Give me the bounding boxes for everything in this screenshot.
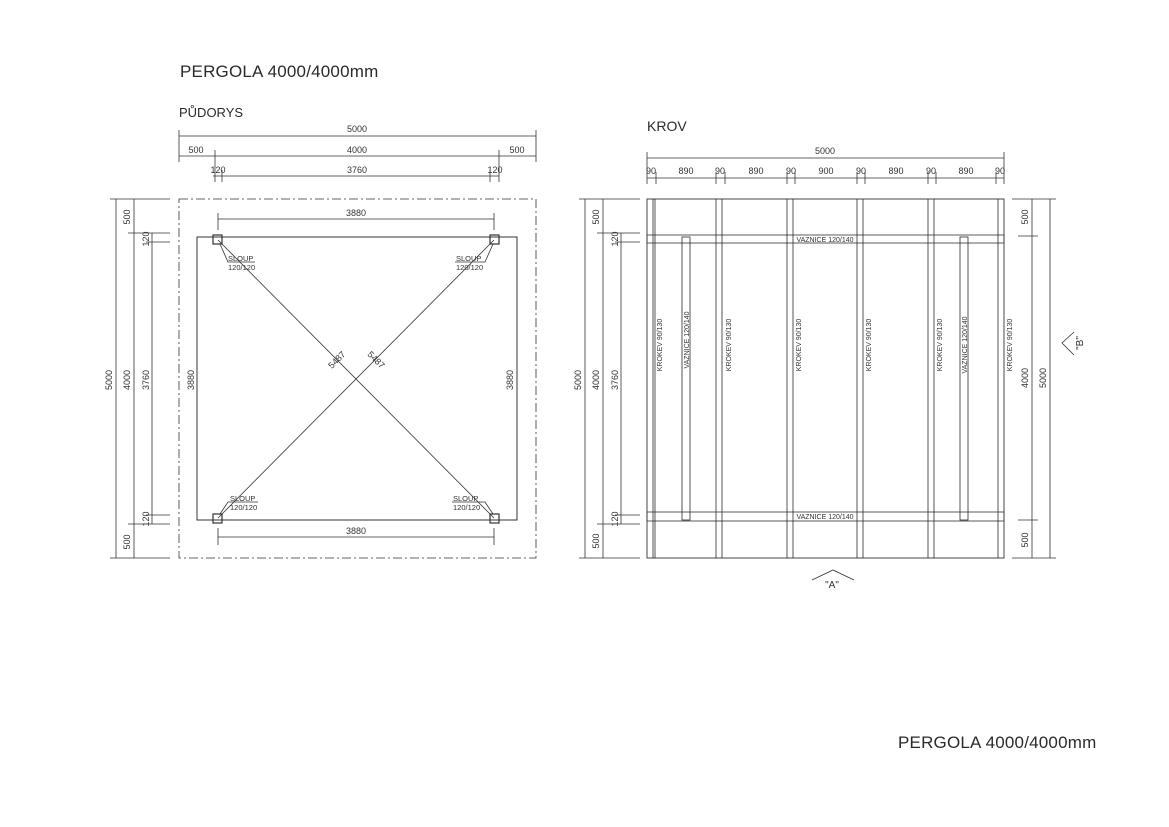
post-bl-label-1: SLOUP [230,494,255,503]
plan-dim-post-right: 120 [487,165,502,175]
rafter-label-3: KROKEV 90/130 [726,319,733,372]
plan-dim-left-bottom: 500 [122,534,132,549]
post-tl-label-2: 120/120 [228,263,255,272]
roof-dim-right-middle: 4000 [1020,368,1030,388]
post-tr-label-2: 120/120 [456,263,483,272]
roof-dim-left-middle: 4000 [591,370,601,390]
plan-dim-left-top: 500 [122,209,132,224]
footer-title: PERGOLA 4000/4000mm [898,733,1097,752]
roof-seg-3: 90 [715,166,725,176]
view-b-marker [1061,331,1075,356]
rafter-label-6: KROKEV 90/130 [937,319,944,372]
post-bl-label-2: 120/120 [230,503,257,512]
plan-dim-right: 500 [509,145,524,155]
roof-seg-2: 890 [678,166,693,176]
plan-diagonal-2-label: 5487 [366,349,387,370]
roof-seg-1: 90 [646,166,656,176]
roof-dim-left-clear: 3760 [610,370,620,390]
roof-dim-right-top: 500 [1020,209,1030,224]
roof-seg-7: 90 [856,166,866,176]
view-b-label: "B" [1075,336,1086,350]
plan-dim-overall-left: 5000 [104,370,114,390]
roof-seg-5: 90 [786,166,796,176]
roof-dim-left-bottom: 500 [591,533,601,548]
plan-dim-overall-top: 5000 [347,124,367,134]
post-leader-tl [219,243,255,263]
post-leader-tr [455,243,494,263]
post-top-right [489,234,500,245]
plan-dim-inner-right: 3880 [505,370,515,390]
post-top-left [212,234,223,245]
view-a-label: "A" [825,580,839,591]
plan-dim-left-clear: 3760 [141,370,151,390]
roof-label: KROV [647,118,687,134]
post-br-label-2: 120/120 [453,503,480,512]
post-leader-bl [219,501,258,515]
plan-diagonal-2 [217,239,495,519]
plan-label: PŮDORYS [179,105,244,120]
plan-dim-clear: 3760 [347,165,367,175]
plan-dim-post-top: 120 [141,231,151,246]
post-br-label-1: SLOUP [453,494,478,503]
roof-dim-overall-left: 5000 [573,370,583,390]
purlin-bottom [646,511,1005,522]
post-leader-br [452,501,494,515]
view-a-marker [811,569,855,581]
drawing-title: PERGOLA 4000/4000mm [180,62,379,81]
purlin-top-label: VAZNICE 120/140 [796,237,853,244]
roof-outline [646,198,1005,559]
purlin-bottom-label: VAZNICE 120/140 [796,514,853,521]
roof-dim-post-bottom: 120 [610,511,620,526]
post-tl-label-1: SLOUP [228,254,253,263]
rafter-label-5: KROKEV 90/130 [866,319,873,372]
roof-dim-overall-top: 5000 [815,146,835,156]
rafter-label-8: KROKEV 90/130 [1007,319,1014,372]
plan-dim-left-middle: 4000 [122,370,132,390]
plan-dim-middle: 4000 [347,145,367,155]
plan-dim-inner-left: 3880 [186,370,196,390]
roof-seg-8: 890 [888,166,903,176]
roof-dim-overall-right: 5000 [1038,368,1048,388]
post-bottom-left [212,513,223,524]
plan-dim-left: 500 [188,145,203,155]
rafter-label-4: KROKEV 90/130 [796,319,803,372]
purlin-top [646,234,1005,244]
rafter-label-7: VAZNICE 120/140 [962,316,969,373]
roof-seg-6: 900 [818,166,833,176]
rafter-label-1: KROKEV 90/130 [657,319,664,372]
post-bottom-right [489,513,500,524]
plan-post-frame [196,236,518,521]
plan-dim-inner-bottom: 3880 [346,526,366,536]
rafter-label-2: VAZNICE 120/140 [684,311,691,368]
roof-seg-11: 90 [995,166,1005,176]
post-tr-label-1: SLOUP [456,254,481,263]
roof-dim-right-bottom: 500 [1020,532,1030,547]
roof-dim-left-top: 500 [591,209,601,224]
roof-seg-9: 90 [926,166,936,176]
roof-seg-10: 890 [958,166,973,176]
roof-dim-post-top: 120 [610,231,620,246]
plan-dim-post-left: 120 [210,165,225,175]
plan-roof-outline [178,198,537,559]
plan-dim-inner-top: 3880 [346,208,366,218]
plan-dim-post-bottom: 120 [141,511,151,526]
roof-seg-4: 890 [748,166,763,176]
